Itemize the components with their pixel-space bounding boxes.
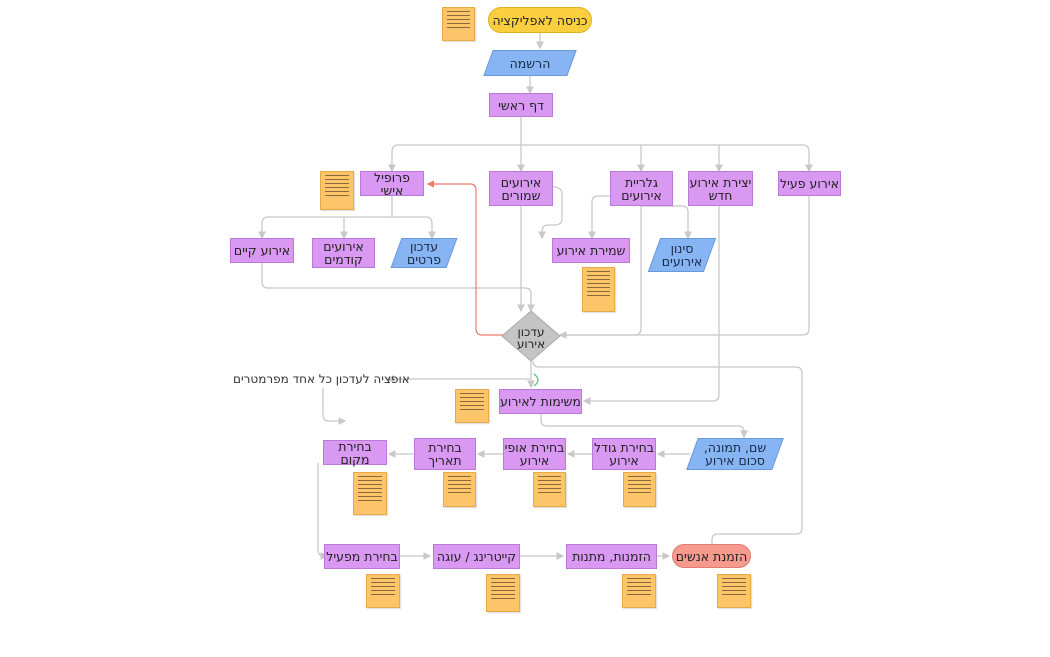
connector-green	[533, 373, 539, 387]
sticky-note-icon	[366, 574, 400, 608]
sticky-note-icon	[582, 267, 615, 312]
sticky-note-icon	[622, 574, 656, 608]
choose-place-node[interactable]: בחירת מקום	[323, 440, 387, 466]
decision-diamond	[501, 310, 561, 362]
invitations-gifts-node[interactable]: הזמנות, מתנות	[566, 544, 657, 569]
sticky-note-icon	[455, 389, 489, 423]
connector	[588, 195, 641, 240]
name-picture-sum-label: שם, תמונה,סכום אירוע	[703, 440, 767, 468]
connector	[258, 216, 269, 240]
catering-cake-node[interactable]: קייטרינג / עוגה	[433, 544, 520, 569]
active-event-node[interactable]: אירוע פעיל	[778, 171, 841, 196]
home-node[interactable]: דף ראשי	[489, 93, 553, 117]
event-tasks-node[interactable]: משימות לאירוע	[499, 389, 582, 414]
register-node[interactable]: הרשמה	[488, 50, 572, 76]
connector	[560, 196, 810, 336]
connector	[538, 185, 563, 240]
save-event-node[interactable]: שמירת אירוע	[552, 238, 630, 263]
existing-event-node[interactable]: אירוע קיים	[230, 238, 294, 263]
connector	[322, 388, 347, 425]
connector-red	[426, 180, 504, 336]
connector	[388, 144, 399, 173]
connector	[425, 216, 436, 240]
sticky-note-icon	[320, 171, 354, 210]
connector	[317, 463, 329, 560]
connector	[582, 206, 720, 405]
update-option-annotation: אופציה לעדכון כל אחד מפרמטרים	[233, 372, 410, 386]
sticky-note-icon	[486, 574, 520, 612]
sticky-note-icon	[533, 472, 566, 507]
sticky-note-icon	[353, 472, 387, 515]
personal-profile-node[interactable]: פרופיל אישי	[360, 171, 424, 197]
connector	[261, 263, 535, 313]
sticky-note-icon	[442, 7, 475, 41]
connector	[802, 144, 813, 173]
sticky-note-icon	[717, 574, 751, 608]
connector	[532, 360, 803, 544]
entry-node[interactable]: כניסה לאפליקציה	[488, 7, 592, 33]
connector	[641, 205, 692, 240]
sticky-note-icon	[623, 472, 656, 507]
sticky-note-icon	[443, 472, 476, 507]
connector	[540, 414, 748, 439]
choose-performer-node[interactable]: בחירת מפעיל	[324, 544, 400, 569]
invite-people-node[interactable]: הזמנת אנשים	[672, 544, 751, 568]
name-picture-sum-node[interactable]: שם, תמונה,סכום אירוע	[692, 438, 778, 470]
